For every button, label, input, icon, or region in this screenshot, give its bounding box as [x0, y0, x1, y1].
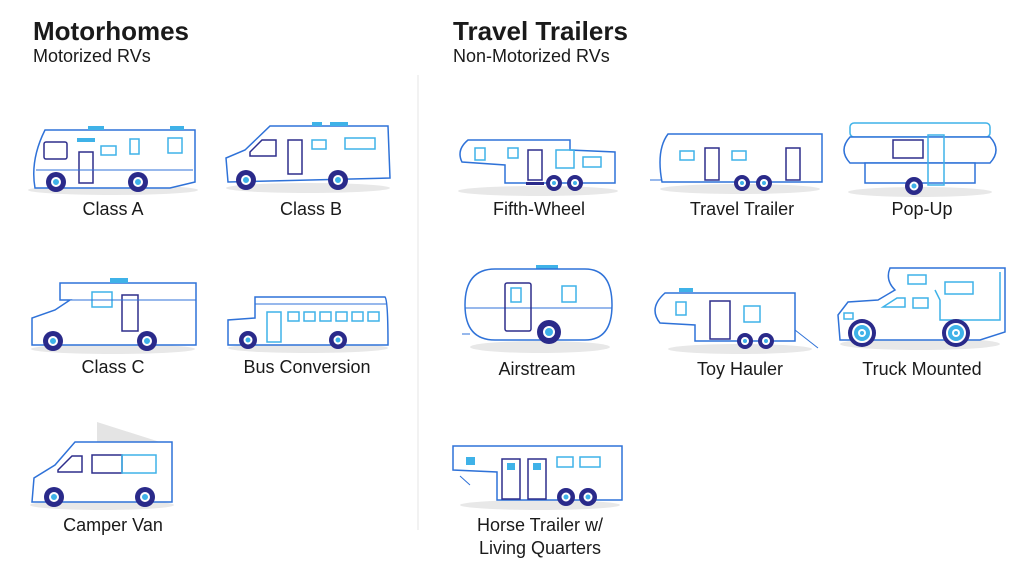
motorhomes-subtitle: Motorized RVs: [33, 46, 151, 66]
label-class-c: Class C: [81, 357, 144, 377]
label-truck-mounted: Truck Mounted: [862, 359, 981, 379]
camper-van-icon: [30, 422, 174, 510]
label-camper-van: Camper Van: [63, 515, 163, 535]
airstream-icon: [462, 265, 613, 353]
label-travel-trailer: Travel Trailer: [690, 199, 794, 219]
travel-trailers-title: Travel Trailers: [453, 16, 628, 46]
horse-trailer-icon: [452, 445, 623, 510]
label-class-a: Class A: [82, 199, 143, 219]
motorhomes-title: Motorhomes: [33, 16, 189, 46]
label-horse-trailer-line2: Living Quarters: [479, 538, 601, 558]
label-bus-conversion: Bus Conversion: [243, 357, 370, 377]
label-class-b: Class B: [280, 199, 342, 219]
bus-conversion-icon: [227, 296, 389, 353]
class-b-icon: [225, 122, 391, 193]
label-toy-hauler: Toy Hauler: [697, 359, 783, 379]
pop-up-icon: [843, 122, 997, 197]
travel-trailers-subtitle: Non-Motorized RVs: [453, 46, 610, 66]
label-horse-trailer-line1: Horse Trailer w/: [477, 515, 603, 535]
fifth-wheel-icon: [458, 139, 618, 196]
label-airstream: Airstream: [498, 359, 575, 379]
truck-mounted-icon: [837, 267, 1006, 350]
travel-trailer-icon: [650, 133, 823, 194]
label-fifth-wheel: Fifth-Wheel: [493, 199, 585, 219]
class-c-icon: [31, 278, 197, 354]
class-a-icon: [28, 126, 198, 195]
toy-hauler-icon: [654, 288, 819, 354]
label-pop-up: Pop-Up: [891, 199, 952, 219]
